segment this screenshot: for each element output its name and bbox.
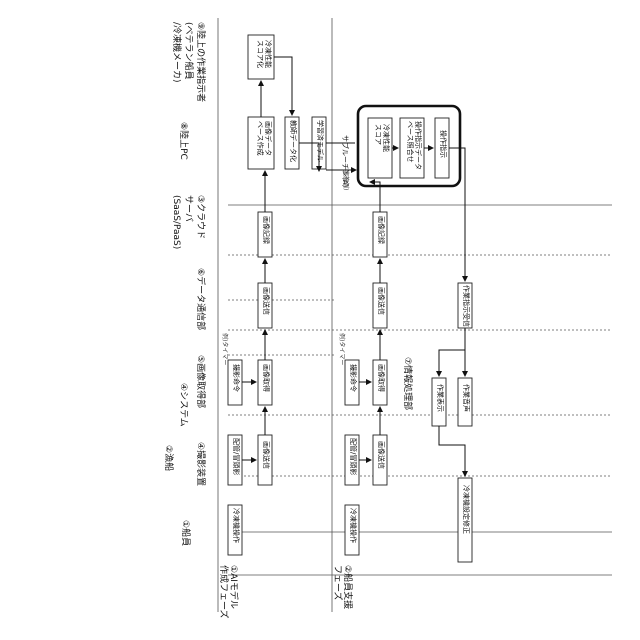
header-cloud-line3: (SaaS/PaaS)	[171, 195, 181, 249]
p2-cam-send-label: 画像送信	[377, 441, 385, 469]
p1-pc-teach-label: 教師データ化	[289, 120, 297, 162]
header-camera-device: ④撮影装置	[195, 442, 205, 486]
p1-pc-model-label: 学習済モデル	[316, 120, 324, 162]
p2-acq-cmd-label: 撮影命令	[349, 364, 357, 392]
header-cloud-line2: サーバ	[183, 195, 193, 222]
p1-acq-get-label: 画像取得	[262, 364, 270, 392]
p1-acq-timer-label: 例)タイマー	[220, 333, 227, 365]
p2-info-display-label: 作業表示	[436, 384, 444, 412]
p2-pc-match-label: 操作指示データ ベース照合せ	[406, 121, 422, 170]
p2-comm-instr-label: 作業指示受信	[462, 285, 470, 327]
header-system: ④システム	[178, 383, 188, 427]
header-land-pc: ⑧陸上PC	[178, 122, 188, 160]
p2-info-voice-label: 作業音声	[462, 384, 470, 412]
p1-cloud-store-label: 画像記録	[262, 216, 270, 244]
header-image-acq: ⑤画像取得部	[195, 355, 205, 408]
header-cloud: ③クラウド	[195, 195, 205, 239]
p1-pc-db-label: 画像データ ベース作成	[256, 121, 272, 156]
header-data-comm: ⑥データ通信部	[195, 268, 205, 330]
header-land-worker-line2: (ベテラン船員	[183, 22, 193, 80]
p1-crew-op-label: 冷凍機操作	[232, 508, 240, 543]
header-land-worker: ⑨陸上の作業指示者	[195, 22, 205, 102]
p2-crew-fix-label: 冷凍機設定修正	[462, 485, 470, 534]
p1-worker-score-label: 冷凍性能 スコア化	[256, 40, 272, 68]
p2-crew-op-label: 冷凍機操作	[349, 508, 357, 543]
p2-comm-send-label: 画像送信	[377, 287, 385, 315]
p2-pc-subroutine-label: サブルーチン(A)	[341, 135, 349, 187]
header-info-proc: ⑦情報処理部	[402, 357, 412, 410]
flow-arrows	[242, 57, 465, 476]
p2-pc-instr-label: 操作指示	[439, 130, 447, 158]
p1-acq-cmd-label: 撮影命令	[232, 364, 240, 392]
p2-cam-setup-label: 配管/冒頭影	[349, 438, 357, 475]
header-vessel: ②漁船	[163, 445, 173, 471]
header-land-worker-line3: /冷凍機メーカ)	[171, 22, 181, 83]
header-crew: ①船員	[180, 520, 190, 546]
p2-acq-get-label: 画像取得	[377, 364, 385, 392]
p2-acq-timer-label: 例)タイマー	[337, 333, 344, 365]
p2-pc-score-label: 冷凍性能 スコア	[374, 124, 390, 152]
p1-cam-send-label: 画像送信	[262, 441, 270, 469]
phase1-label: ①AIモデル 作成フェーズ	[217, 565, 238, 619]
p1-cam-setup-label: 配管/冒頭影	[232, 438, 240, 475]
p1-comm-send-label: 画像送信	[262, 287, 270, 315]
phase2-label: ②船員支援 フェーズ	[331, 565, 352, 609]
p2-cloud-store-label: 画像記録	[377, 216, 385, 244]
